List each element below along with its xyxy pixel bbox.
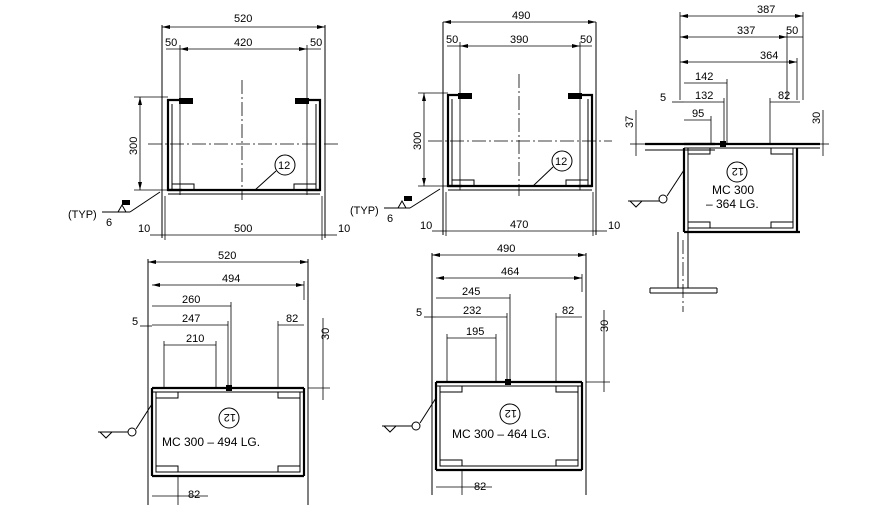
dim-i: 82 [188, 489, 200, 501]
section-detail-3: 387 337 50 364 142 132 95 5 82 [624, 4, 829, 312]
dim-d: 247 [182, 313, 200, 325]
dim-bottom: 470 [510, 219, 528, 231]
member-note: MC 300 – 464 LG. [452, 427, 550, 441]
weld-size: 6 [106, 217, 112, 229]
weld-size: 6 [387, 213, 393, 225]
dim-a: 520 [218, 250, 236, 262]
dim-g: 95 [692, 108, 704, 120]
section-detail-2: 490 390 50 50 300 470 10 10 12 (TY [350, 10, 620, 236]
dim-height: 300 [412, 132, 424, 150]
dim-edge-left: 50 [165, 37, 177, 49]
dim-h: 30 [599, 320, 611, 332]
member-note: MC 300 – 494 LG. [162, 435, 260, 449]
dim-e: 142 [695, 71, 713, 83]
dim-e: 195 [466, 326, 484, 338]
dim-e: 210 [186, 333, 204, 345]
dim-i: 82 [778, 90, 790, 102]
dim-sub: 390 [510, 34, 528, 46]
dim-edge-right: 50 [310, 37, 322, 49]
dim-f: 132 [695, 90, 713, 102]
dim-j: 37 [624, 116, 636, 128]
dim-i: 82 [474, 481, 486, 493]
dim-bottom: 500 [234, 223, 252, 235]
dim-h: 30 [320, 328, 332, 340]
dim-b: 337 [737, 25, 755, 37]
dim-g: 82 [562, 305, 574, 317]
dim-top: 490 [512, 10, 530, 22]
dim-gap-right: 10 [608, 220, 620, 232]
dim-gap-right: 10 [338, 223, 350, 235]
piece-mark: 12 [555, 156, 567, 168]
typ-label: (TYP) [350, 205, 379, 217]
dim-edge-right: 50 [580, 34, 592, 46]
piece-mark: 12 [732, 165, 744, 177]
dim-k: 30 [811, 112, 823, 124]
section-detail-1: 520 420 50 50 300 500 10 10 [68, 13, 350, 240]
dim-h: 5 [660, 92, 666, 104]
piece-mark: 12 [278, 160, 290, 172]
piece-mark: 12 [224, 411, 236, 423]
dim-c: 50 [786, 25, 798, 37]
dim-height: 300 [128, 137, 140, 155]
dim-gap-left: 10 [138, 223, 150, 235]
dim-edge-left: 50 [446, 34, 458, 46]
dim-a: 490 [497, 243, 515, 255]
section-detail-4: 520 494 260 247 210 5 82 30 [98, 250, 332, 505]
dim-gap-left: 10 [420, 220, 432, 232]
dim-c: 245 [462, 286, 480, 298]
dim-f: 5 [132, 316, 138, 328]
member-note-2: – 364 LG. [706, 197, 759, 211]
dim-d: 364 [760, 50, 778, 62]
dim-b: 464 [501, 266, 519, 278]
dim-c: 260 [182, 294, 200, 306]
dim-b: 494 [222, 273, 240, 285]
dim-f: 5 [416, 307, 422, 319]
dim-g: 82 [286, 313, 298, 325]
dim-sub: 420 [234, 37, 252, 49]
typ-label: (TYP) [68, 209, 97, 221]
member-note-1: MC 300 [712, 183, 754, 197]
dim-top: 520 [234, 13, 252, 25]
dim-a: 387 [757, 4, 775, 16]
section-detail-5: 490 464 245 232 195 5 82 30 [382, 243, 611, 495]
dim-d: 232 [463, 305, 481, 317]
piece-mark: 12 [505, 407, 517, 419]
